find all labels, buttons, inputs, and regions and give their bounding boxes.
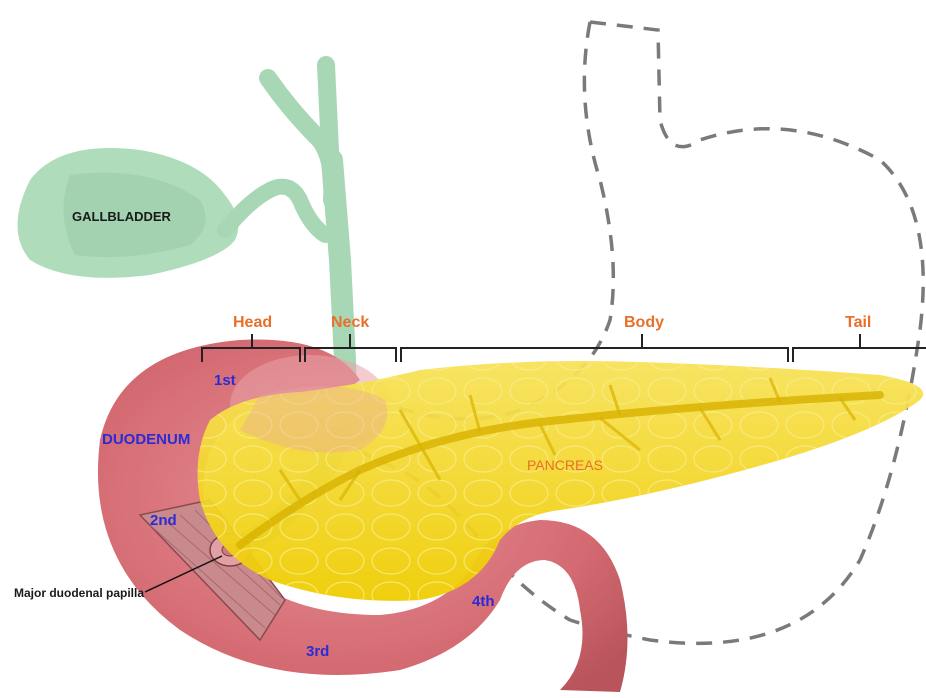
gallbladder-faint-label: Gallbladder (198, 261, 250, 272)
duodenum-label: DUODENUM (102, 431, 190, 448)
stomach-outline-left (390, 22, 613, 419)
fourth-part-label: 4th (472, 593, 495, 610)
third-part-label: 3rd (306, 643, 329, 660)
tail-bracket (793, 334, 926, 362)
cystic-duct (225, 187, 325, 235)
gallbladder-label: GALLBLADDER (72, 209, 172, 224)
body-bracket (401, 334, 788, 362)
pancreas-label: PANCREAS (527, 457, 603, 473)
second-part-label: 2nd (150, 512, 177, 529)
head-label: Head (233, 314, 272, 331)
tail-label: Tail (845, 314, 871, 331)
hepatic-duct-right (326, 65, 330, 150)
neck-label: Neck (331, 314, 369, 331)
papilla-label: Major duodenal papilla (14, 586, 144, 600)
first-part-label: 1st (214, 372, 236, 389)
body-label: Body (624, 314, 664, 331)
